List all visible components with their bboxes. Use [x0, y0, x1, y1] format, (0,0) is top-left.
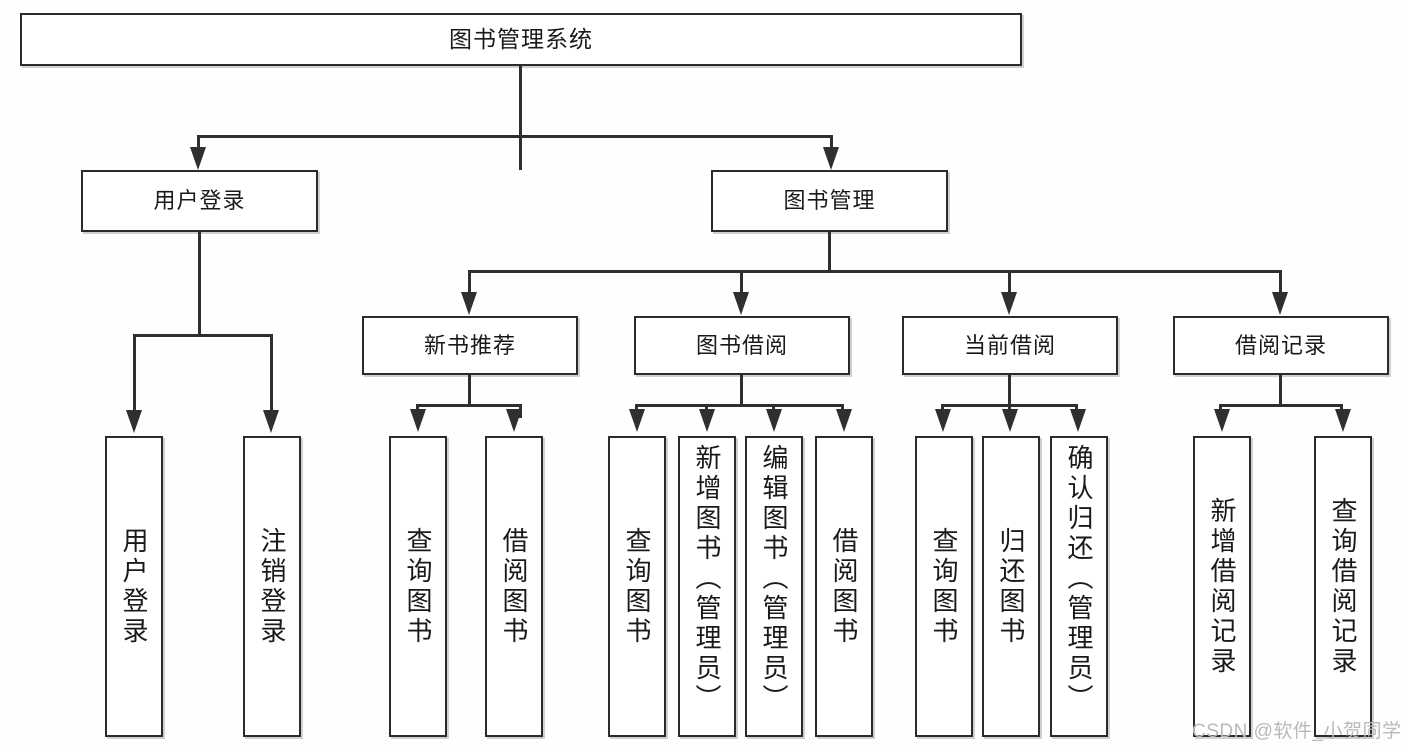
arrow-to-currentborrow-leaf-3 — [1070, 409, 1086, 432]
leaf-return-book[interactable]: 归还图书 — [982, 436, 1040, 737]
connector-borrowrecord-stem — [1279, 375, 1282, 406]
node-book-borrow[interactable]: 图书借阅 — [634, 316, 850, 375]
node-new-book-recommend[interactable]: 新书推荐 — [362, 316, 578, 375]
node-label: 查询图书 — [622, 526, 652, 647]
arrow-to-user-login-leaf — [126, 410, 142, 433]
leaf-query-borrow-record[interactable]: 查询借阅记录 — [1314, 436, 1372, 737]
arrow-to-new-book — [461, 292, 477, 315]
node-label: 借阅图书 — [499, 526, 529, 647]
connector-userlogin-bus — [133, 334, 273, 337]
node-label: 查询图书 — [929, 526, 959, 647]
leaf-confirm-return-admin[interactable]: 确认归还（管理员） — [1050, 436, 1108, 737]
leaf-edit-book-admin[interactable]: 编辑图书（管理员） — [745, 436, 803, 737]
arrow-to-bookborrow-leaf-1 — [629, 409, 645, 432]
node-label: 归还图书 — [996, 526, 1026, 647]
connector-bookmgmt-drop-4 — [1279, 270, 1282, 301]
connector-bookmgmt-drop-2 — [740, 270, 743, 301]
node-label: 图书管理 — [783, 188, 876, 214]
leaf-query-book-current[interactable]: 查询图书 — [915, 436, 973, 737]
arrow-to-logout-leaf — [263, 410, 279, 433]
connector-newbook-stem — [468, 375, 471, 406]
leaf-query-book-newbook[interactable]: 查询图书 — [389, 436, 447, 737]
node-label: 借阅记录 — [1234, 332, 1327, 358]
node-label: 借阅图书 — [829, 526, 859, 647]
leaf-logout[interactable]: 注销登录 — [243, 436, 301, 737]
node-book-management[interactable]: 图书管理 — [711, 170, 948, 232]
arrow-to-bookborrow-leaf-3 — [766, 409, 782, 432]
arrow-to-bookborrow-leaf-4 — [836, 409, 852, 432]
connector-userlogin-stem — [198, 232, 201, 337]
node-label: 当前借阅 — [963, 332, 1056, 358]
leaf-add-borrow-record[interactable]: 新增借阅记录 — [1193, 436, 1251, 737]
node-current-borrow[interactable]: 当前借阅 — [902, 316, 1118, 375]
connector-bookmgmt-drop-3 — [1008, 270, 1011, 301]
node-label: 图书管理系统 — [449, 25, 593, 52]
arrow-to-borrowrecord-leaf-2 — [1335, 409, 1351, 432]
node-label: 注销登录 — [257, 526, 287, 647]
connector-borrowrecord-bus — [1219, 404, 1343, 407]
arrow-to-user-login — [190, 147, 206, 170]
node-root-system[interactable]: 图书管理系统 — [20, 13, 1022, 66]
arrow-to-book-borrow — [733, 292, 749, 315]
connector-root-stem — [519, 66, 522, 170]
node-label: 新增借阅记录 — [1207, 496, 1237, 677]
node-label: 用户登录 — [119, 526, 149, 647]
connector-bookborrow-stem — [740, 375, 743, 406]
arrow-to-currentborrow-leaf-1 — [935, 409, 951, 432]
arrow-to-newbook-leaf-1 — [410, 409, 426, 432]
arrow-to-borrow-record — [1272, 292, 1288, 315]
leaf-query-book-borrow[interactable]: 查询图书 — [608, 436, 666, 737]
connector-userlogin-drop-2 — [270, 334, 273, 418]
node-label: 查询图书 — [403, 526, 433, 647]
arrow-to-borrowrecord-leaf-1 — [1214, 409, 1230, 432]
leaf-add-book-admin[interactable]: 新增图书（管理员） — [678, 436, 736, 737]
node-label: 图书借阅 — [695, 332, 788, 358]
leaf-borrow-book-newbook[interactable]: 借阅图书 — [485, 436, 543, 737]
node-borrow-record[interactable]: 借阅记录 — [1173, 316, 1389, 375]
node-label: 编辑图书（管理员） — [759, 444, 789, 714]
node-user-login[interactable]: 用户登录 — [81, 170, 318, 232]
leaf-user-login[interactable]: 用户登录 — [105, 436, 163, 737]
arrow-to-newbook-leaf-2 — [506, 409, 522, 432]
connector-userlogin-drop-1 — [133, 334, 136, 418]
arrow-to-bookborrow-leaf-2 — [699, 409, 715, 432]
connector-bookmgmt-stem — [828, 232, 831, 272]
node-label: 确认归还（管理员） — [1064, 444, 1094, 714]
connector-bookborrow-bus — [635, 404, 844, 407]
connector-currentborrow-stem — [1008, 375, 1011, 406]
arrow-to-current-borrow — [1001, 292, 1017, 315]
connector-bookmgmt-drop-1 — [468, 270, 471, 301]
arrow-to-book-manage — [823, 147, 839, 170]
node-label: 查询借阅记录 — [1328, 496, 1358, 677]
node-label: 新增图书（管理员） — [692, 444, 722, 714]
node-label: 新书推荐 — [423, 332, 516, 358]
arrow-to-currentborrow-leaf-2 — [1002, 409, 1018, 432]
connector-root-bus — [197, 135, 833, 138]
node-label: 用户登录 — [153, 188, 246, 214]
leaf-borrow-book[interactable]: 借阅图书 — [815, 436, 873, 737]
connector-newbook-bus — [416, 404, 522, 407]
connector-bookmgmt-bus — [468, 270, 1282, 273]
